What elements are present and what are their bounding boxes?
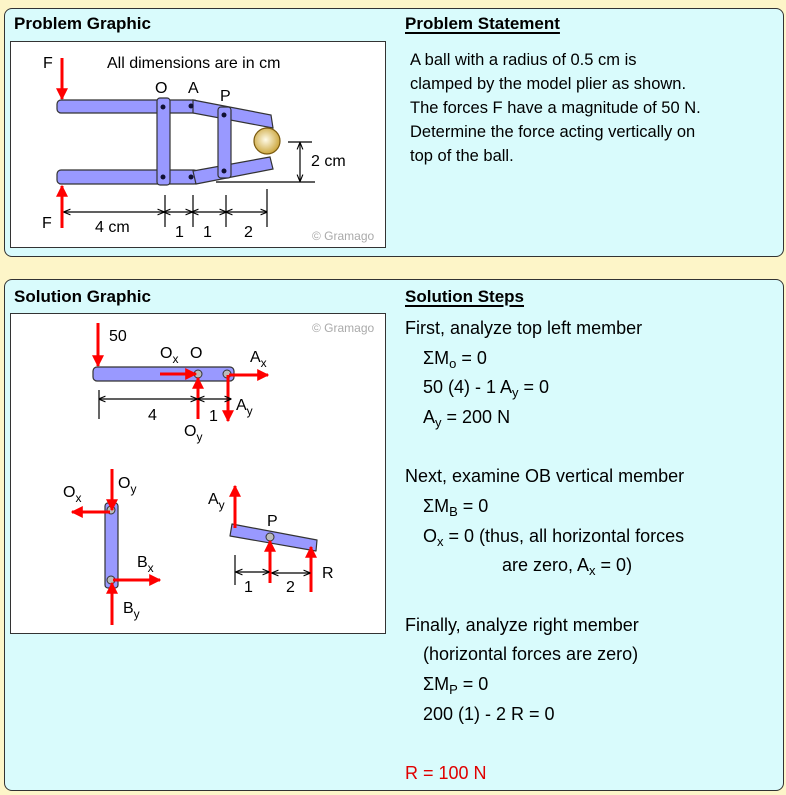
o-label: O — [190, 345, 202, 362]
ax-label: Ax — [250, 349, 267, 370]
pin-p — [265, 532, 275, 542]
right-member-dimensions — [234, 555, 310, 585]
step-text: 50 (4) - 1 A — [423, 377, 513, 398]
ox-label: Ox — [160, 345, 178, 366]
step-text: = 200 N — [441, 406, 511, 427]
statement-line: Determine the force acting vertically on — [410, 123, 696, 141]
solution-step: Finally, analyze right member — [405, 615, 639, 636]
step-text: R = 100 N — [405, 763, 487, 784]
lower-jaw — [192, 156, 274, 185]
step-text: = 0 — [456, 347, 487, 368]
ball — [253, 127, 281, 155]
solution-steps-title: Solution Steps — [405, 287, 524, 306]
solution-graphic-title: Solution Graphic — [14, 287, 151, 306]
problem-statement: A ball with a radius of 0.5 cm is clampe… — [410, 48, 701, 168]
dim-4cm: 4 cm — [95, 219, 130, 236]
force-label-bottom: F — [42, 215, 52, 232]
solution-step: Next, examine OB vertical member — [405, 466, 684, 487]
step-text: Finally, analyze right member — [405, 614, 639, 635]
statement-line: clamped by the model plier as shown. — [410, 75, 687, 93]
solution-step: Ox = 0 (thus, all horizontal forces — [423, 525, 685, 549]
final-answer: R = 100 N — [405, 763, 487, 784]
step-text: Next, examine OB vertical member — [405, 466, 685, 487]
step-text: = 0) — [595, 555, 633, 576]
problem-statement-title: Problem Statement — [405, 14, 560, 33]
problem-graphic-title: Problem Graphic — [14, 14, 151, 33]
solution-step: ΣMo = 0 — [423, 347, 487, 371]
step-text: = 0 — [518, 377, 550, 398]
subscript: y — [435, 414, 442, 430]
solution-step: ΣMP = 0 — [423, 674, 489, 697]
watermark: © Gramago — [312, 321, 375, 335]
member-dimensions — [99, 390, 231, 419]
subscript: x — [437, 533, 444, 549]
step-text: ΣM — [423, 674, 450, 694]
dim-2: 2 — [286, 579, 295, 596]
bx-label: Bx — [137, 554, 154, 575]
step-text: A — [423, 406, 436, 427]
solution-step: (horizontal forces are zero) — [423, 644, 638, 665]
top-handle — [56, 99, 199, 114]
p-label: P — [267, 513, 278, 530]
statement-line: The forces F have a magnitude of 50 N. — [410, 99, 701, 117]
oy2-label: Oy — [118, 475, 136, 496]
step-text: are zero, A — [502, 555, 590, 576]
solution-step: First, analyze top left member — [405, 318, 642, 339]
step-text: (horizontal forces are zero) — [423, 644, 639, 665]
label-a: A — [188, 80, 199, 97]
dim-1b: 1 — [203, 224, 212, 241]
dim-1a: 1 — [175, 224, 184, 241]
step-text: First, analyze top left member — [405, 318, 643, 338]
link-o — [156, 97, 171, 186]
step-text: O — [423, 525, 438, 546]
problem-graphic: © Gramago All dimensions are in cm F O A… — [10, 41, 386, 248]
watermark: © Gramago — [312, 229, 375, 243]
dimension-note: All dimensions are in cm — [107, 55, 280, 72]
dim-4: 4 — [148, 407, 157, 424]
subscript: B — [449, 504, 458, 519]
subscript: x — [589, 563, 596, 579]
step-text: = 0 — [457, 496, 489, 516]
oy-label: Oy — [184, 423, 202, 444]
step-text: ΣM — [423, 496, 450, 516]
solution-step: 50 (4) - 1 Ay = 0 — [423, 377, 550, 401]
step-text: = 0 (thus, all horizontal forces — [443, 525, 685, 546]
label-o: O — [155, 80, 167, 97]
solution-step: ΣMB = 0 — [423, 496, 489, 519]
force-label-top: F — [43, 55, 53, 72]
ay2-label: Ay — [208, 491, 225, 512]
upper-jaw — [192, 99, 274, 129]
dim-2: 2 — [244, 224, 253, 241]
link-p — [217, 106, 232, 179]
subscript: y — [512, 385, 519, 401]
ox2-label: Ox — [63, 484, 81, 505]
step-text: ΣM — [423, 347, 450, 368]
ob-vertical-member — [104, 502, 119, 589]
solution-graphic: © Gramago 50 Ox O Ax Oy Ay 4 1 Oy Ox Bx … — [10, 313, 386, 634]
length-dimensions — [64, 189, 267, 227]
dim-1b: 1 — [244, 579, 253, 596]
dim-1: 1 — [209, 408, 218, 425]
subscript: P — [449, 682, 458, 697]
load-label: 50 — [109, 328, 127, 345]
solution-step: Ay = 200 N — [423, 406, 511, 430]
r-label: R — [322, 565, 334, 582]
statement-line: top of the ball. — [410, 147, 514, 165]
pins — [160, 103, 227, 180]
subscript: o — [449, 355, 457, 371]
bottom-handle — [56, 169, 199, 185]
solution-step: 200 (1) - 2 R = 0 — [423, 704, 555, 725]
ay-label: Ay — [236, 397, 253, 418]
statement-line: A ball with a radius of 0.5 cm is — [410, 51, 637, 69]
by-label: By — [123, 600, 140, 621]
dim-height: 2 cm — [311, 153, 346, 170]
label-p: P — [220, 88, 231, 105]
height-dimension — [216, 141, 315, 183]
solution-step: are zero, Ax = 0) — [502, 555, 633, 579]
step-text: = 0 — [457, 674, 489, 694]
step-text: 200 (1) - 2 R = 0 — [423, 703, 555, 724]
plier — [56, 97, 274, 186]
